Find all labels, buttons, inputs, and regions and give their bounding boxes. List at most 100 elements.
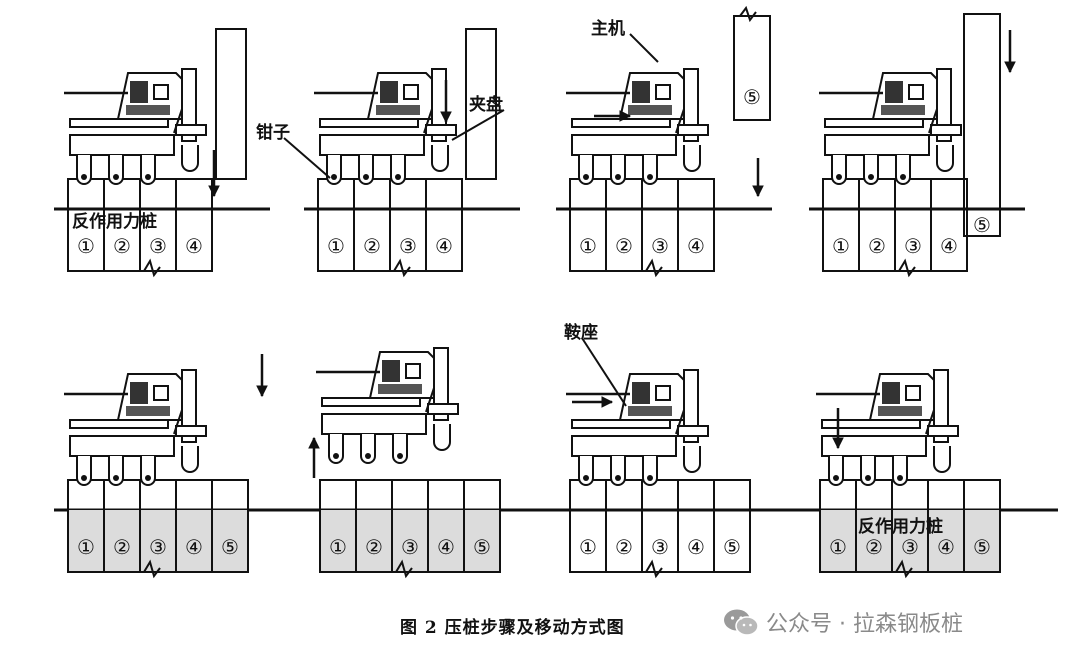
pile-number-3: ③ <box>149 234 167 258</box>
pile-4 <box>677 178 715 272</box>
engine-block <box>126 105 170 115</box>
plier-pin <box>113 174 119 180</box>
label-saddle: 鞍座 <box>564 323 598 343</box>
plier-pin <box>615 174 621 180</box>
plier-pin <box>145 475 151 481</box>
label-reaction-piles-1: 反作用力桩 <box>72 212 157 232</box>
soil-shade <box>820 510 1000 572</box>
pile-number-5: ⑤ <box>723 535 741 559</box>
plier-pin <box>365 453 371 459</box>
plier-clamp <box>863 155 879 185</box>
engine-block <box>378 384 422 394</box>
plier-pin <box>583 475 589 481</box>
down-arrow-step5-head <box>256 385 268 398</box>
saddle-beam <box>821 419 921 429</box>
label-chuck: 夹盘 <box>469 95 503 115</box>
plier-clamp <box>642 456 658 486</box>
pile-number-3: ③ <box>149 535 167 559</box>
pile-number-2: ② <box>113 234 131 258</box>
pile-number-3: ③ <box>904 234 922 258</box>
pile-number-5: ⑤ <box>221 535 239 559</box>
chuck-jaw <box>683 145 701 172</box>
plier-clamp <box>578 456 594 486</box>
pile-number-4: ④ <box>185 234 203 258</box>
chuck-brace <box>928 108 938 134</box>
plier-clamp <box>108 155 124 185</box>
chuck-mast <box>181 369 197 443</box>
plier-pin <box>583 174 589 180</box>
break-mark <box>143 559 161 579</box>
engine-block <box>881 105 925 115</box>
leader-chuck <box>451 109 505 141</box>
up-arrow-step6-head <box>308 436 320 449</box>
chuck-mast <box>181 68 197 142</box>
cab-window <box>882 382 900 404</box>
label-reaction-piles-2: 反作用力桩 <box>858 517 943 537</box>
plier-pin <box>836 174 842 180</box>
chuck-mast <box>933 369 949 443</box>
saddle-beam <box>321 397 421 407</box>
chuck-jaw <box>683 446 701 473</box>
plier-pin <box>865 475 871 481</box>
chuck-head <box>677 124 709 136</box>
plier-pin <box>833 475 839 481</box>
plier-pin <box>647 475 653 481</box>
cab-window <box>130 81 148 103</box>
cab-window <box>632 81 650 103</box>
plier-pin <box>647 174 653 180</box>
engine-block <box>628 105 672 115</box>
pile-4 <box>425 178 463 272</box>
soil-shade <box>68 510 248 572</box>
plier-pin <box>333 453 339 459</box>
cab-panel <box>153 385 169 401</box>
chuck-jaw <box>933 446 951 473</box>
plier-pin <box>145 174 151 180</box>
plier-pin <box>81 174 87 180</box>
cab-panel <box>405 363 421 379</box>
down-arrow-step8-head <box>832 437 844 450</box>
pile-number-5-driving: ⑤ <box>973 213 991 237</box>
wechat-icon <box>724 609 759 636</box>
plier-clamp <box>831 155 847 185</box>
cab-panel <box>655 385 671 401</box>
cab-window <box>130 382 148 404</box>
chuck-jaw <box>431 145 449 172</box>
pile-number-4: ④ <box>687 234 705 258</box>
pile-number-1: ① <box>77 234 95 258</box>
plier-clamp <box>76 155 92 185</box>
saddle-beam <box>571 419 671 429</box>
chuck-brace <box>925 409 935 435</box>
chuck-head <box>427 403 459 415</box>
new-pile-break <box>739 5 757 23</box>
chuck-mast <box>433 347 449 421</box>
pile-number-3: ③ <box>651 535 669 559</box>
pile-number-2: ② <box>615 535 633 559</box>
plier-clamp <box>360 434 376 464</box>
plier-clamp <box>140 456 156 486</box>
chuck-brace <box>173 108 183 134</box>
leader-main-unit <box>629 33 659 63</box>
plier-pin <box>395 174 401 180</box>
driven-pile-5 <box>963 13 1001 237</box>
engine-block <box>628 406 672 416</box>
pile-number-4: ④ <box>185 535 203 559</box>
pile-number-5: ⑤ <box>973 535 991 559</box>
plier-clamp <box>860 456 876 486</box>
plier-pin <box>868 174 874 180</box>
pile-number-1: ① <box>579 535 597 559</box>
pile-number-4: ④ <box>437 535 455 559</box>
chuck-mast <box>683 68 699 142</box>
plier-pin <box>900 174 906 180</box>
base-frame <box>321 413 427 435</box>
chuck-head <box>677 425 709 437</box>
pile-5 <box>463 479 501 573</box>
plier-pin <box>397 453 403 459</box>
pile-number-4: ④ <box>937 535 955 559</box>
next-pile-column <box>215 28 247 180</box>
plier-clamp <box>892 456 908 486</box>
